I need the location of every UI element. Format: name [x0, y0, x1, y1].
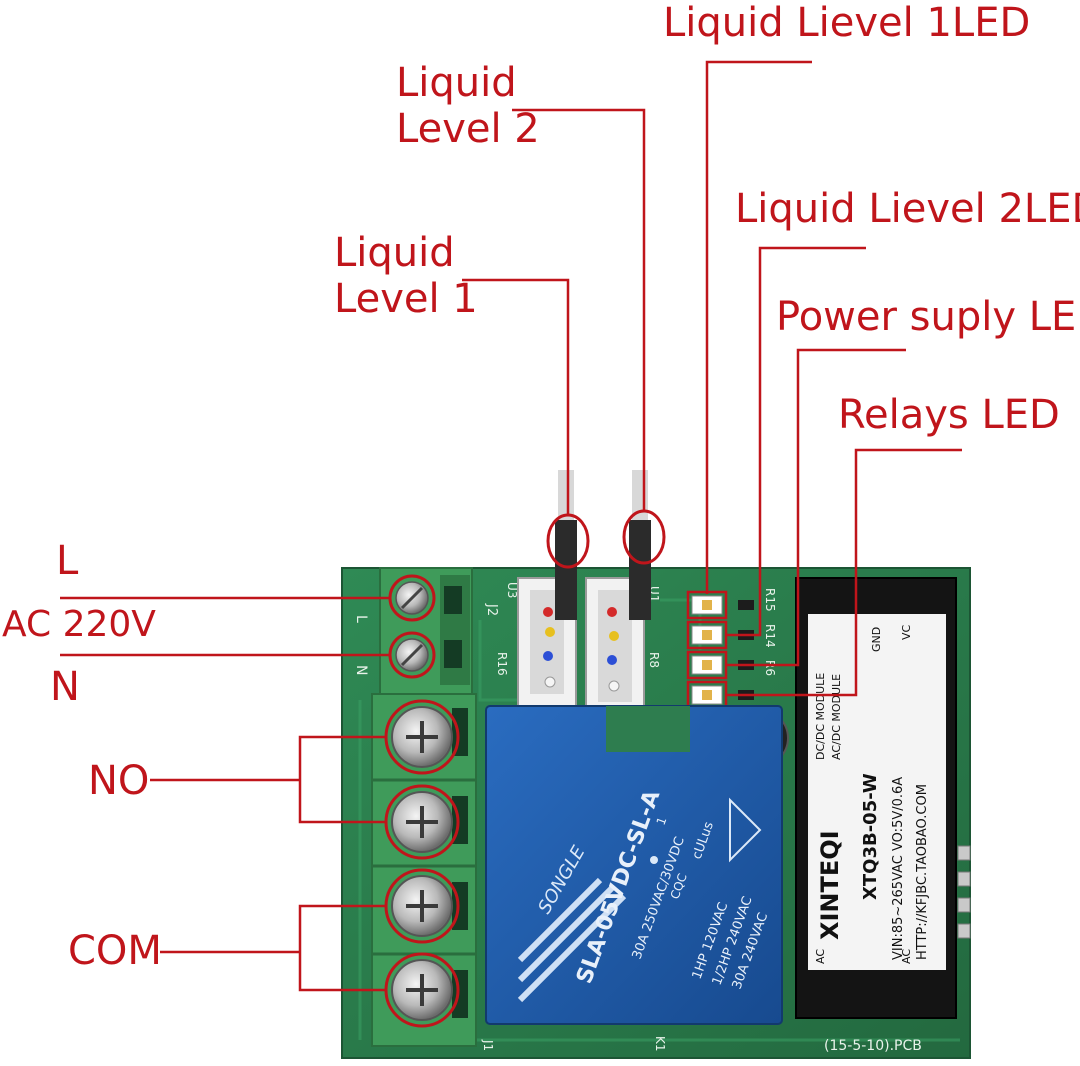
sensor-cable-2	[607, 470, 666, 692]
label-no: NO	[88, 758, 150, 804]
sensor-cable-1	[543, 470, 590, 688]
led-liquid-level-2	[686, 620, 728, 650]
label-power-suply-led: Power suply LED	[776, 294, 1080, 340]
power-terminal-block	[379, 567, 473, 695]
label-liquid-level-1: Liquid Level 1	[334, 230, 478, 322]
silk-r16: R16	[495, 652, 509, 676]
relay-terminal-block	[371, 693, 477, 1047]
led-power-supply	[686, 650, 728, 680]
silk-r14: R14	[763, 624, 777, 648]
led-liquid-level-1	[686, 590, 728, 620]
callout-lines	[60, 60, 962, 992]
label-relays-led: Relays LED	[838, 392, 1060, 438]
label-com: COM	[68, 928, 162, 974]
label-l: L	[56, 538, 79, 584]
module-vc: VC	[900, 624, 913, 640]
power-module	[795, 577, 957, 1019]
module-url: HTTP://KFJBC.TAOBAO.COM	[915, 784, 930, 960]
silk-j1: J1	[481, 1039, 495, 1051]
module-ac-1: AC	[814, 949, 827, 964]
silk-r6: R6	[763, 660, 777, 676]
module-line-2: AC/DC MODULE	[830, 674, 843, 760]
screw-com-1	[384, 868, 460, 944]
module-brand: XINTEQI	[816, 830, 844, 940]
module-spec: VIN:85~265VAC VO:5V/0.6A	[891, 777, 906, 960]
label-liquid-level-2: Liquid Level 2	[396, 60, 540, 152]
module-model: XTQ3B-05-W	[860, 773, 881, 900]
label-liquid-lievel-2led: Liquid Lievel 2LED	[735, 186, 1080, 232]
silk-k1: K1	[653, 1036, 667, 1052]
led-relays	[686, 680, 728, 710]
silk-u3: U3	[505, 582, 519, 598]
label-ac-220v: AC 220V	[2, 604, 156, 645]
silk-n-pin: N	[353, 665, 369, 675]
pcb-code: (15-5-10).PCB	[824, 1038, 922, 1054]
silk-j2: J2	[484, 603, 499, 616]
module-ac-2: AC	[900, 949, 913, 964]
silk-r15: R15	[763, 588, 777, 612]
silk-r8: R8	[647, 652, 661, 668]
relay	[485, 705, 783, 1025]
screw-no-1	[384, 699, 460, 775]
relay-pin: 1	[654, 815, 670, 827]
screw-no-2	[384, 784, 460, 860]
silk-l-pin: L	[353, 615, 369, 623]
module-line-1: DC/DC MODULE	[814, 673, 827, 760]
module-pins	[957, 845, 971, 939]
label-n: N	[50, 664, 80, 710]
module-gnd: GND	[870, 627, 883, 652]
label-liquid-lievel-1led: Liquid Lievel 1LED	[663, 0, 1031, 46]
screw-com-2	[384, 952, 460, 1028]
